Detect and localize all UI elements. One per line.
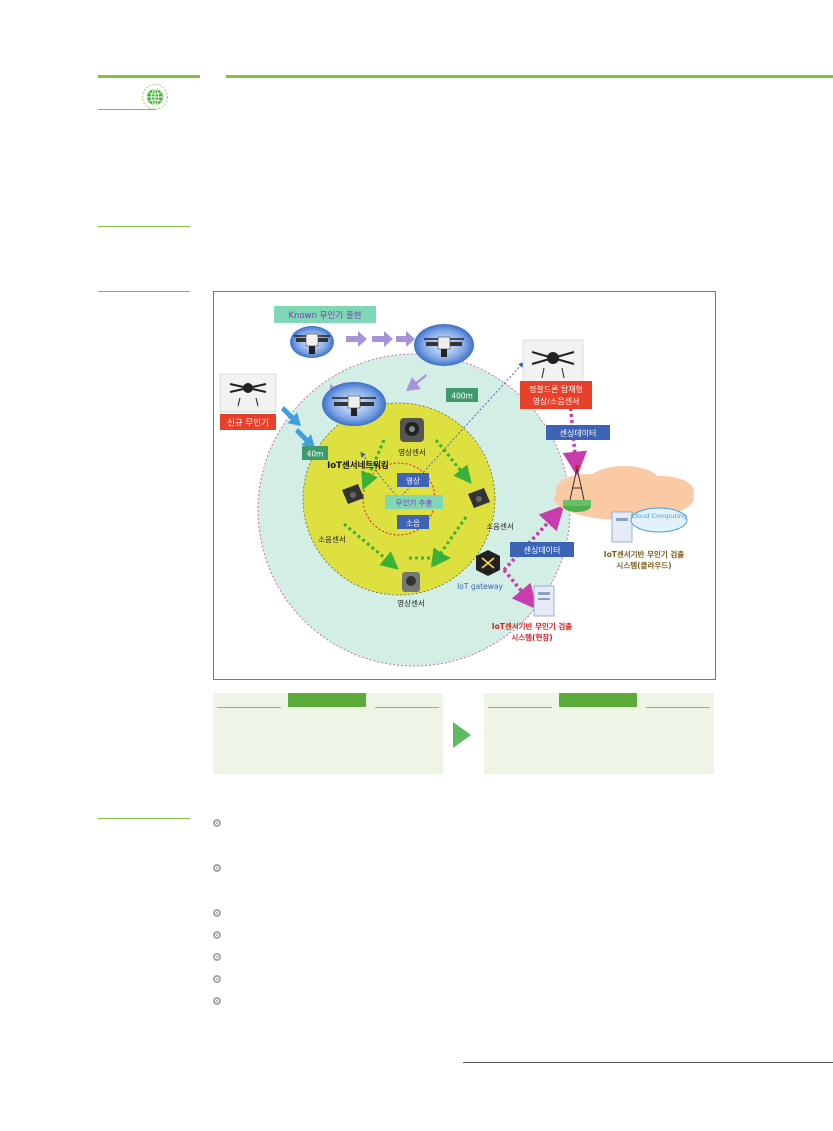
bullet-icon	[213, 819, 221, 827]
distance-inner-box	[302, 446, 328, 460]
panel-right	[484, 693, 714, 774]
recon-drone-photo	[522, 339, 584, 383]
new-drone-arrow	[281, 406, 301, 426]
video-sensor-bottom-label: 영상센서	[397, 598, 425, 608]
center-noise: 소음	[406, 519, 420, 528]
network-link	[361, 439, 386, 491]
iot-network-label: IoT센서네트워킹	[327, 460, 389, 471]
center-video-box	[397, 473, 429, 487]
precise-sensor-label-2: 영상/소음센서	[533, 396, 580, 406]
video-sensor-bottom-icon	[402, 572, 420, 592]
bullet-icon	[213, 997, 221, 1005]
distance-outer: 400m	[451, 392, 473, 401]
network-link	[343, 522, 399, 570]
side-rule-2	[98, 226, 190, 227]
known-drone-1	[290, 326, 334, 358]
cloud-system-label-2: 시스템(클라우드)	[616, 560, 671, 570]
known-drone-label-box	[274, 306, 376, 323]
footer-rule	[463, 1062, 833, 1063]
bullet-icon	[213, 909, 221, 917]
drone-path-arrow	[372, 331, 393, 347]
panel-left-tab	[288, 693, 366, 707]
noise-sensor-right-icon	[468, 488, 490, 508]
sensing-data-bottom: 센싱데이터	[524, 545, 561, 555]
center-tracking-box	[385, 495, 443, 509]
center-noise-box	[397, 515, 429, 529]
bullet-icon	[213, 953, 221, 961]
panel-left	[213, 693, 443, 774]
precise-sensor-label-1: 정찰드론 탑재형	[529, 384, 583, 394]
site-server-icon	[533, 585, 555, 617]
panel-right-rule-b	[646, 707, 710, 708]
distance-inner: 40m	[307, 450, 324, 459]
panel-left-rule-a	[217, 707, 281, 708]
side-rule-1	[98, 109, 156, 110]
globe-icon	[141, 83, 169, 111]
sensing-data-top: 센싱데이터	[560, 428, 597, 438]
center-tracking: 무인기 추출	[396, 498, 433, 508]
panel-right-rule-a	[488, 707, 552, 708]
bullet-icon	[213, 864, 221, 872]
cloud-system-label-1: IoT센서기반 무인기 검출	[604, 549, 684, 559]
site-system-label-2: 시스템(현장)	[511, 632, 552, 642]
new-drone-label-box	[220, 414, 276, 430]
bullet-icon	[213, 975, 221, 983]
cloud-text: Cloud Computing	[631, 512, 687, 520]
iot-gateway-label: IoT gateway	[457, 582, 503, 591]
iot-gateway-icon	[476, 550, 500, 576]
sensing-link	[502, 568, 537, 610]
drone-detection-diagram: Cloud Computing	[213, 291, 716, 680]
video-sensor-top-label: 영상센서	[398, 447, 426, 457]
cloud-server-icon: Cloud Computing	[611, 507, 688, 543]
radius-400m-line	[398, 362, 524, 500]
noise-sensor-left-label: 소음센서	[318, 534, 346, 544]
noise-sensor-right-label: 소음센서	[486, 521, 514, 531]
drone-path-arrow	[346, 331, 367, 347]
antenna-tower-icon	[563, 465, 591, 512]
drone-path-arrow	[406, 374, 427, 391]
panel-right-tab	[559, 693, 637, 707]
bullet-icon	[213, 931, 221, 939]
side-rule-3	[98, 291, 190, 292]
sensing-data-top-box	[546, 425, 610, 440]
noise-sensor-left-icon	[342, 484, 364, 504]
precise-sensor-label-box	[520, 381, 592, 409]
known-drone-label: Known 무인기 출현	[288, 310, 361, 321]
header-rule-right	[226, 75, 833, 78]
network-link	[434, 439, 472, 484]
drone-path-arrow	[396, 331, 415, 347]
header-rule-left	[98, 75, 200, 78]
new-drone-label: 신규 무인기	[227, 418, 269, 429]
site-system-label-1: IoT센서기반 무인기 검출	[492, 621, 572, 631]
known-drone-2	[414, 324, 474, 366]
center-video: 영상	[406, 476, 420, 486]
sensing-data-bottom-box	[510, 542, 574, 557]
video-sensor-top-icon	[400, 418, 424, 442]
radius-40m-line	[360, 451, 400, 500]
panel-left-rule-b	[375, 707, 439, 708]
arrow-right-icon	[453, 722, 471, 748]
side-rule-4	[98, 818, 190, 819]
known-drone-3	[322, 382, 386, 426]
new-drone-photo	[219, 373, 277, 413]
new-drone-arrow	[295, 428, 315, 448]
distance-outer-box	[446, 388, 478, 402]
